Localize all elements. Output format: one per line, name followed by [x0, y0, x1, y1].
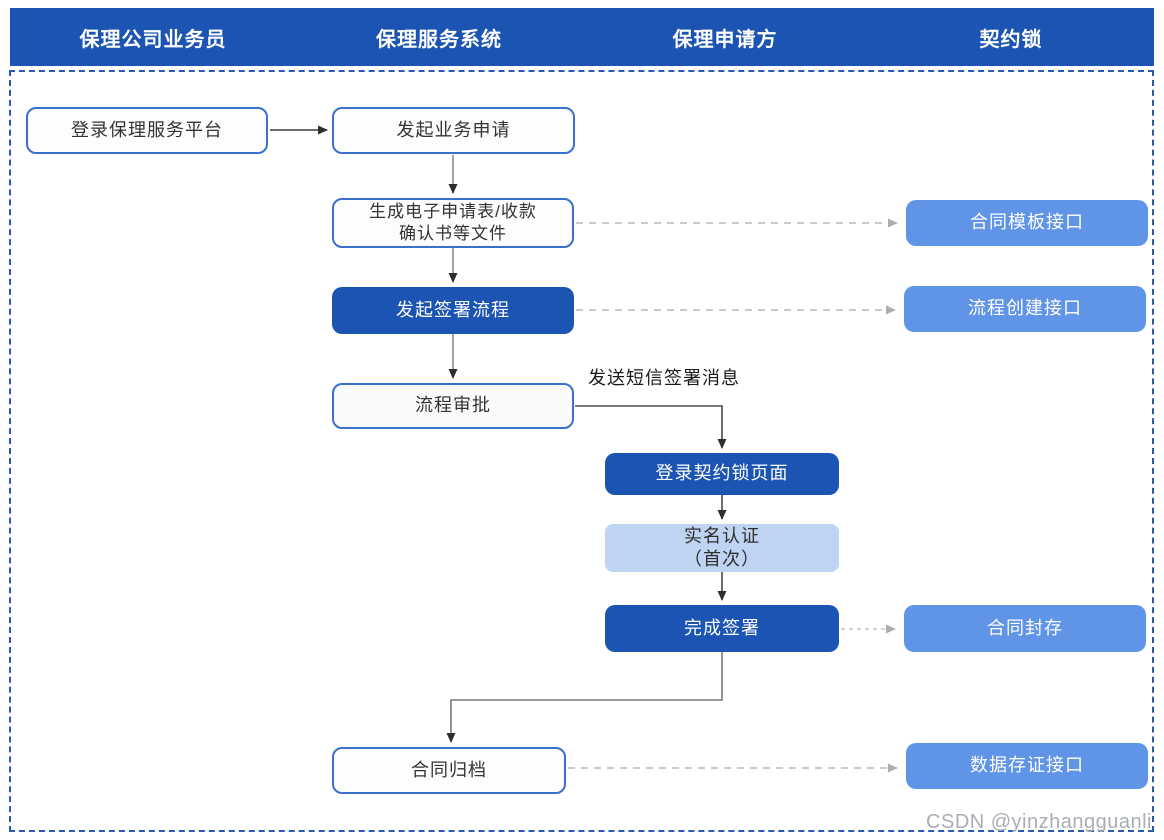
- node-complete-sign: 完成签署: [605, 605, 839, 652]
- lane-factoring-applicant: 保理申请方: [672, 28, 778, 51]
- node-real-name-line2: （首次）: [684, 549, 760, 569]
- lane-qiyuesuo: 契约锁: [979, 28, 1043, 51]
- arrow-completesign-to-archive: [446, 652, 723, 743]
- node-template-api: 合同模板接口: [906, 200, 1148, 246]
- node-generate-docs-line2: 确认书等文件: [399, 224, 507, 243]
- node-generate-docs-line1: 生成电子申请表/收款: [369, 201, 537, 221]
- node-data-evidence-api: 数据存证接口: [906, 743, 1148, 789]
- arrow-approval-to-qiyuesuo-login: [575, 405, 727, 449]
- node-start-sign-flow: 发起签署流程: [332, 287, 574, 334]
- node-template-api-label: 合同模板接口: [970, 212, 1084, 233]
- lane-factoring-service-system: 保理服务系统: [376, 28, 502, 51]
- node-flow-create-api-label: 流程创建接口: [968, 298, 1082, 319]
- swimlane-header: 保理公司业务员 保理服务系统 保理申请方 契约锁: [10, 8, 1154, 66]
- node-contract-archive: 合同归档: [332, 747, 566, 794]
- node-complete-sign-label: 完成签署: [684, 617, 760, 638]
- node-login-platform: 登录保理服务平台: [26, 107, 268, 154]
- csdn-watermark: CSDN @yinzhangguanli: [926, 811, 1152, 833]
- node-start-application: 发起业务申请: [332, 107, 575, 154]
- node-generate-docs: 生成电子申请表/收款 确认书等文件: [332, 198, 574, 248]
- node-flow-create-api: 流程创建接口: [904, 286, 1146, 332]
- sms-sign-message-label: 发送短信签署消息: [588, 368, 740, 388]
- node-contract-archive-label: 合同归档: [411, 759, 487, 780]
- node-start-sign-flow-label: 发起签署流程: [396, 299, 510, 320]
- node-contract-seal: 合同封存: [904, 605, 1146, 652]
- diagram-dashed-frame: [9, 70, 1154, 832]
- node-data-evidence-api-label: 数据存证接口: [970, 755, 1084, 776]
- node-flow-approval-label: 流程审批: [415, 395, 491, 416]
- node-login-platform-label: 登录保理服务平台: [71, 119, 223, 140]
- node-real-name-line1: 实名认证: [684, 525, 760, 546]
- lane-factoring-salesperson: 保理公司业务员: [79, 28, 227, 51]
- node-flow-approval: 流程审批: [332, 383, 574, 429]
- node-contract-seal-label: 合同封存: [987, 617, 1063, 638]
- node-start-application-label: 发起业务申请: [396, 119, 511, 140]
- node-login-qiyuesuo-label: 登录契约锁页面: [655, 463, 789, 484]
- node-login-qiyuesuo-page: 登录契约锁页面: [605, 453, 839, 495]
- node-real-name-auth: 实名认证 （首次）: [605, 524, 839, 572]
